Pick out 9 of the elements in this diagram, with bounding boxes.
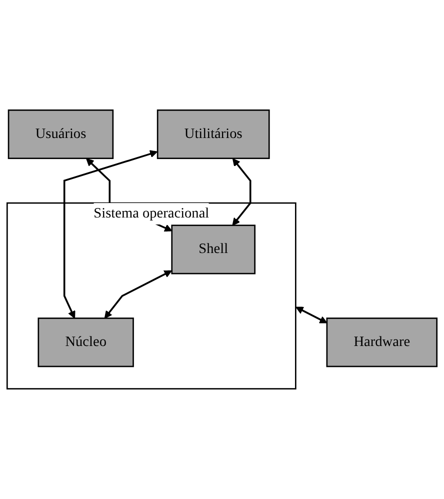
node-box: Shell	[171, 224, 256, 274]
node-box: Núcleo	[38, 318, 134, 368]
arrow	[232, 158, 252, 226]
arrow	[104, 270, 172, 319]
arrow	[63, 150, 158, 319]
node-box: Usuários	[8, 110, 114, 160]
node-box: Utilitários	[156, 110, 270, 160]
node-box: Hardware	[326, 318, 438, 368]
arrow	[296, 306, 328, 324]
